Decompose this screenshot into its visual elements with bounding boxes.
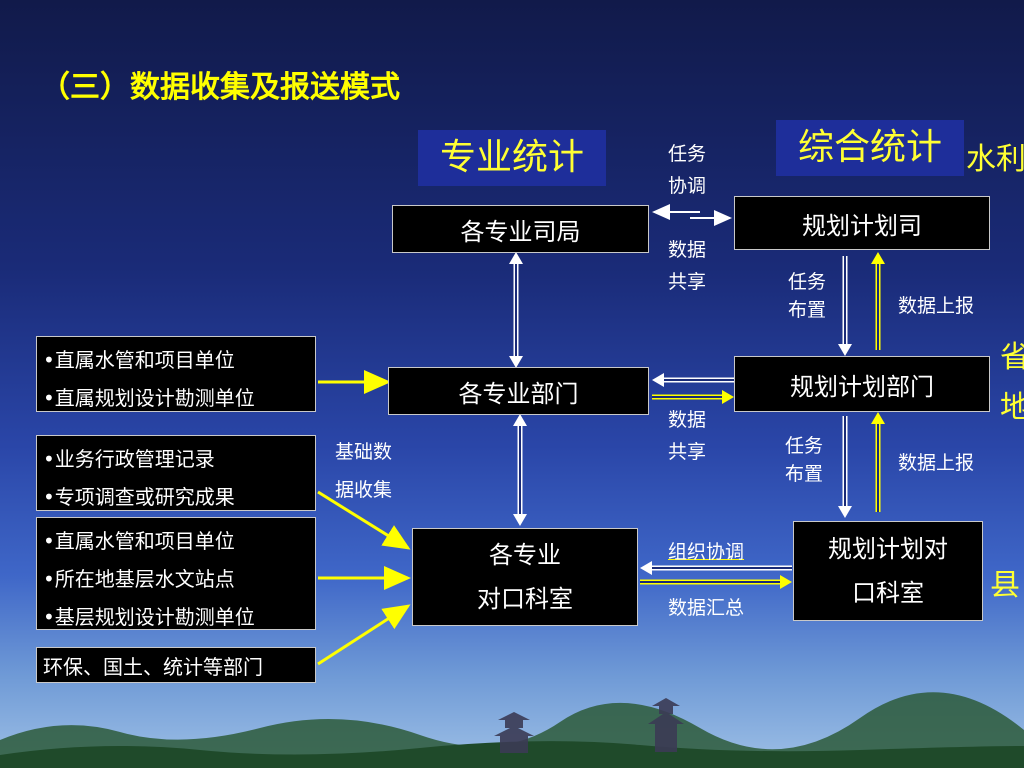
box-liaison: 各专业 对口科室 xyxy=(412,528,638,626)
arrow-task-assign-1 xyxy=(838,256,852,356)
arrow-share-middle-left xyxy=(652,373,735,387)
note-group2-item: •专项调查或研究成果 xyxy=(43,485,235,509)
arrow-data-report-2 xyxy=(871,412,885,512)
label-org-coord: 组织协调 xyxy=(668,541,745,563)
level-province: 省 xyxy=(1000,340,1024,375)
note-group3-item: •基层规划设计勘测单位 xyxy=(43,605,255,629)
arrow-group4 xyxy=(317,604,411,666)
note-group1-item: •直属水管和项目单位 xyxy=(43,348,235,372)
label-basic-data-1: 基础数 xyxy=(335,441,393,463)
box-bureaus: 各专业司局 xyxy=(392,205,649,253)
label-data-report-2: 数据上报 xyxy=(898,452,975,474)
note-group1: •直属水管和项目单位 •直属规划设计勘测单位 xyxy=(36,336,316,412)
arrow-org-coord xyxy=(640,561,792,575)
arrow-coordination-top xyxy=(652,204,732,226)
arrow-group2 xyxy=(317,490,411,550)
note-group3: •直属水管和项目单位 •所在地基层水文站点 •基层规划设计勘测单位 xyxy=(36,517,316,630)
box-planning-liaison-line2: 口科室 xyxy=(852,579,924,607)
box-planning-depts: 规划计划部门 xyxy=(734,356,990,412)
label-data-report-1: 数据上报 xyxy=(898,295,975,317)
note-group2: •业务行政管理记录 •专项调查或研究成果 xyxy=(36,435,316,511)
label-task-coord-1: 任务 xyxy=(668,143,707,165)
label-data-share-b1: 数据 xyxy=(668,409,707,431)
arrow-data-summary xyxy=(640,575,792,589)
box-planning-dept: 规划计划司 xyxy=(734,196,990,250)
note-group2-item: •业务行政管理记录 xyxy=(43,447,215,471)
label-data-share-2: 共享 xyxy=(668,271,707,293)
label-task-assign-1a: 任务 xyxy=(788,271,827,293)
label-task-assign-2b: 布置 xyxy=(785,463,824,485)
box-liaison-line2: 对口科室 xyxy=(477,585,573,613)
box-prof-depts: 各专业部门 xyxy=(388,367,649,415)
label-task-coord-2: 协调 xyxy=(668,175,707,197)
note-group1-item: •直属规划设计勘测单位 xyxy=(43,386,255,410)
label-data-share-1: 数据 xyxy=(668,239,707,261)
arrow-share-middle-right xyxy=(652,390,734,404)
label-task-assign-2a: 任务 xyxy=(785,435,824,457)
header-comprehensive-suffix: 水利 xyxy=(966,142,1024,177)
pagoda-icon xyxy=(494,698,684,753)
header-professional: 专业统计 xyxy=(418,130,606,186)
label-basic-data-2: 据收集 xyxy=(335,479,393,501)
box-planning-liaison: 规划计划对 口科室 xyxy=(793,521,983,621)
label-data-summary: 数据汇总 xyxy=(668,597,745,619)
box-planning-liaison-line1: 规划计划对 xyxy=(828,535,948,563)
note-group4-item: 环保、国土、统计等部门 xyxy=(43,655,263,679)
arrow-task-assign-2 xyxy=(838,416,852,518)
page-title: （三）数据收集及报送模式 xyxy=(40,70,400,105)
arrow-depts-liaison xyxy=(513,414,527,526)
level-region: 地 xyxy=(1000,390,1024,425)
box-liaison-line1: 各专业 xyxy=(489,541,561,569)
arrow-bureaus-depts xyxy=(509,252,523,368)
note-group3-item: •所在地基层水文站点 xyxy=(43,567,235,591)
note-group4: 环保、国土、统计等部门 xyxy=(36,647,316,683)
label-data-share-b2: 共享 xyxy=(668,441,707,463)
label-task-assign-1b: 布置 xyxy=(788,299,827,321)
level-county: 县 xyxy=(990,568,1020,603)
header-comprehensive: 综合统计 xyxy=(776,120,964,176)
arrow-data-report-1 xyxy=(871,252,885,350)
note-group3-item: •直属水管和项目单位 xyxy=(43,529,235,553)
